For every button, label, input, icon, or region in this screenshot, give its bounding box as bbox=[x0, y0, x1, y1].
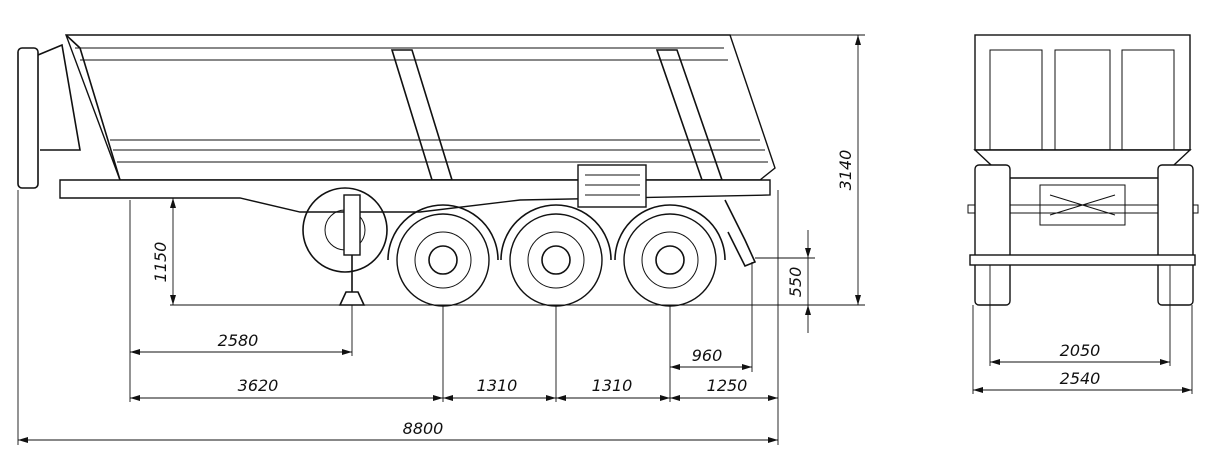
dim-rear-bumper-height: 550 bbox=[786, 267, 805, 298]
rear-view bbox=[967, 34, 1199, 306]
dim-overall-length: 8800 bbox=[403, 419, 444, 438]
rear-wheel-right bbox=[1157, 164, 1194, 306]
dim-rear-axle-to-bumper: 960 bbox=[692, 346, 723, 365]
dim-overall-height: 3140 bbox=[836, 150, 855, 191]
rear-wheel-left bbox=[974, 164, 1011, 306]
dim-fifth-wheel-height: 1150 bbox=[151, 242, 170, 283]
landing-gear bbox=[343, 194, 361, 256]
wheel-2 bbox=[500, 204, 612, 307]
dimension-labels: 3140 1150 550 2580 960 3620 1310 1310 12… bbox=[151, 150, 1100, 438]
dim-axle-spacing-2: 1310 bbox=[592, 376, 633, 395]
wheel-1 bbox=[387, 204, 499, 307]
dim-axle-spacing-1: 1310 bbox=[477, 376, 518, 395]
rear-bumper-bar bbox=[969, 254, 1196, 266]
dimension-lines bbox=[17, 34, 1193, 445]
front-bracket bbox=[37, 43, 81, 151]
dim-kingpin-to-first-axle: 3620 bbox=[238, 376, 279, 395]
side-view bbox=[17, 34, 776, 307]
front-ladder bbox=[17, 47, 39, 189]
dim-overall-width: 2540 bbox=[1060, 369, 1101, 388]
dim-kingpin-to-landing-gear: 2580 bbox=[218, 331, 259, 350]
rear-body bbox=[974, 34, 1191, 151]
dim-track-width: 2050 bbox=[1060, 341, 1101, 360]
toolbox bbox=[577, 164, 647, 208]
spare-wheel bbox=[302, 187, 388, 273]
wheel-3 bbox=[614, 204, 726, 307]
chassis-frame bbox=[59, 179, 771, 213]
dump-body bbox=[64, 34, 776, 181]
dim-rear-overhang: 1250 bbox=[707, 376, 748, 395]
rear-bumper bbox=[724, 199, 757, 268]
